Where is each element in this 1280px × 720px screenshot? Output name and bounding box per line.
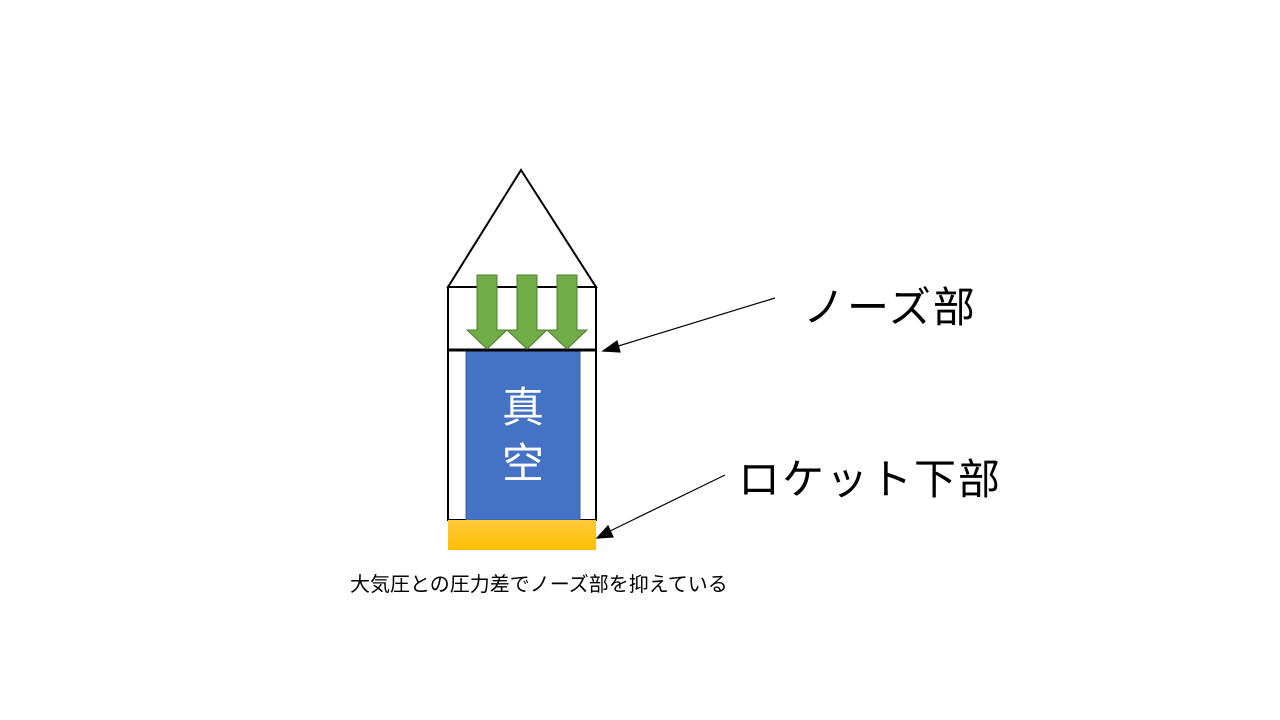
pressure-arrows bbox=[465, 274, 589, 350]
rocket-base bbox=[448, 520, 596, 550]
down-arrow-icon bbox=[545, 274, 589, 350]
vacuum-chamber bbox=[465, 349, 581, 521]
caption: 大気圧との圧力差でノーズ部を抑えている bbox=[350, 572, 728, 596]
arrowhead-icon bbox=[601, 340, 621, 353]
down-arrow-icon bbox=[505, 274, 549, 350]
vacuum-label: 真 空 bbox=[466, 350, 580, 520]
nose-cone bbox=[446, 168, 598, 288]
lower-callout-line bbox=[607, 474, 726, 533]
nose-label: ノーズ部 bbox=[803, 283, 977, 332]
down-arrow-icon bbox=[465, 274, 509, 350]
nose-callout-line bbox=[614, 297, 776, 348]
rocket-lower-label: ロケット下部 bbox=[738, 455, 1003, 504]
vacuum-label-line2: 空 bbox=[501, 439, 544, 488]
arrowhead-icon bbox=[595, 524, 614, 539]
vacuum-label-line1: 真 bbox=[501, 383, 544, 432]
callout-arrows bbox=[595, 297, 776, 539]
